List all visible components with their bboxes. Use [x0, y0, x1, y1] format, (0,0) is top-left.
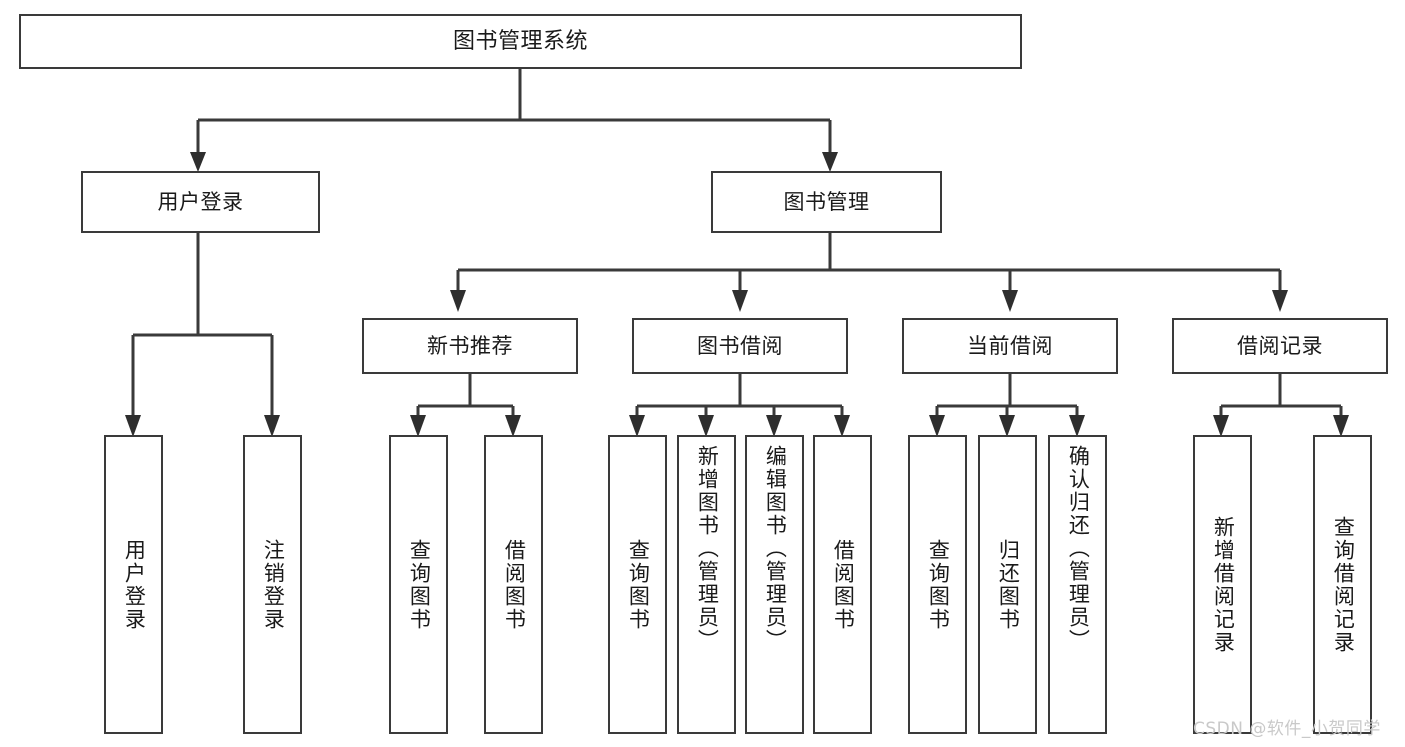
node-label: 新增借阅记录	[1211, 515, 1236, 654]
node-label: 图书管理	[783, 189, 870, 214]
leaf-add-book-admin[interactable]: 新增图书（管理员）	[677, 435, 736, 734]
node-label: 新增图书（管理员）	[695, 445, 720, 652]
node-label: 归还图书	[996, 538, 1021, 631]
node-label: 编辑图书（管理员）	[763, 445, 788, 652]
leaf-user-login[interactable]: 用户登录	[104, 435, 163, 734]
leaf-confirm-return-admin[interactable]: 确认归还（管理员）	[1048, 435, 1107, 734]
leaf-borrow-book[interactable]: 借阅图书	[813, 435, 872, 734]
leaf-return-book[interactable]: 归还图书	[978, 435, 1037, 734]
node-label: 借阅图书	[831, 538, 856, 631]
node-book-borrow[interactable]: 图书借阅	[632, 318, 848, 374]
node-user-login[interactable]: 用户登录	[81, 171, 320, 233]
leaf-query-book-current[interactable]: 查询图书	[908, 435, 967, 734]
node-label: 查询图书	[626, 538, 651, 631]
leaf-add-borrow-record[interactable]: 新增借阅记录	[1193, 435, 1252, 734]
node-label: 用户登录	[157, 189, 244, 214]
node-book-management[interactable]: 图书管理	[711, 171, 942, 233]
node-label: 用户登录	[122, 538, 147, 631]
node-label: 注销登录	[261, 538, 286, 631]
node-label: 查询图书	[407, 538, 432, 631]
node-label: 新书推荐	[427, 333, 513, 358]
node-label: 查询借阅记录	[1331, 515, 1356, 654]
leaf-borrow-book-recommend[interactable]: 借阅图书	[484, 435, 543, 734]
leaf-query-borrow-record[interactable]: 查询借阅记录	[1313, 435, 1372, 734]
node-current-borrow[interactable]: 当前借阅	[902, 318, 1118, 374]
node-label: 借阅图书	[502, 538, 527, 631]
leaf-edit-book-admin[interactable]: 编辑图书（管理员）	[745, 435, 804, 734]
node-new-book-recommend[interactable]: 新书推荐	[362, 318, 578, 374]
leaf-logout[interactable]: 注销登录	[243, 435, 302, 734]
node-borrow-record[interactable]: 借阅记录	[1172, 318, 1388, 374]
node-label: 借阅记录	[1237, 333, 1323, 358]
node-root-system[interactable]: 图书管理系统	[19, 14, 1022, 69]
node-label: 图书管理系统	[452, 28, 588, 54]
node-label: 图书借阅	[697, 333, 783, 358]
arrowheads	[125, 152, 1349, 437]
node-label: 当前借阅	[967, 333, 1053, 358]
node-label: 查询图书	[926, 538, 951, 631]
node-label: 确认归还（管理员）	[1066, 445, 1091, 652]
leaf-query-book-recommend[interactable]: 查询图书	[389, 435, 448, 734]
leaf-query-book-borrow[interactable]: 查询图书	[608, 435, 667, 734]
